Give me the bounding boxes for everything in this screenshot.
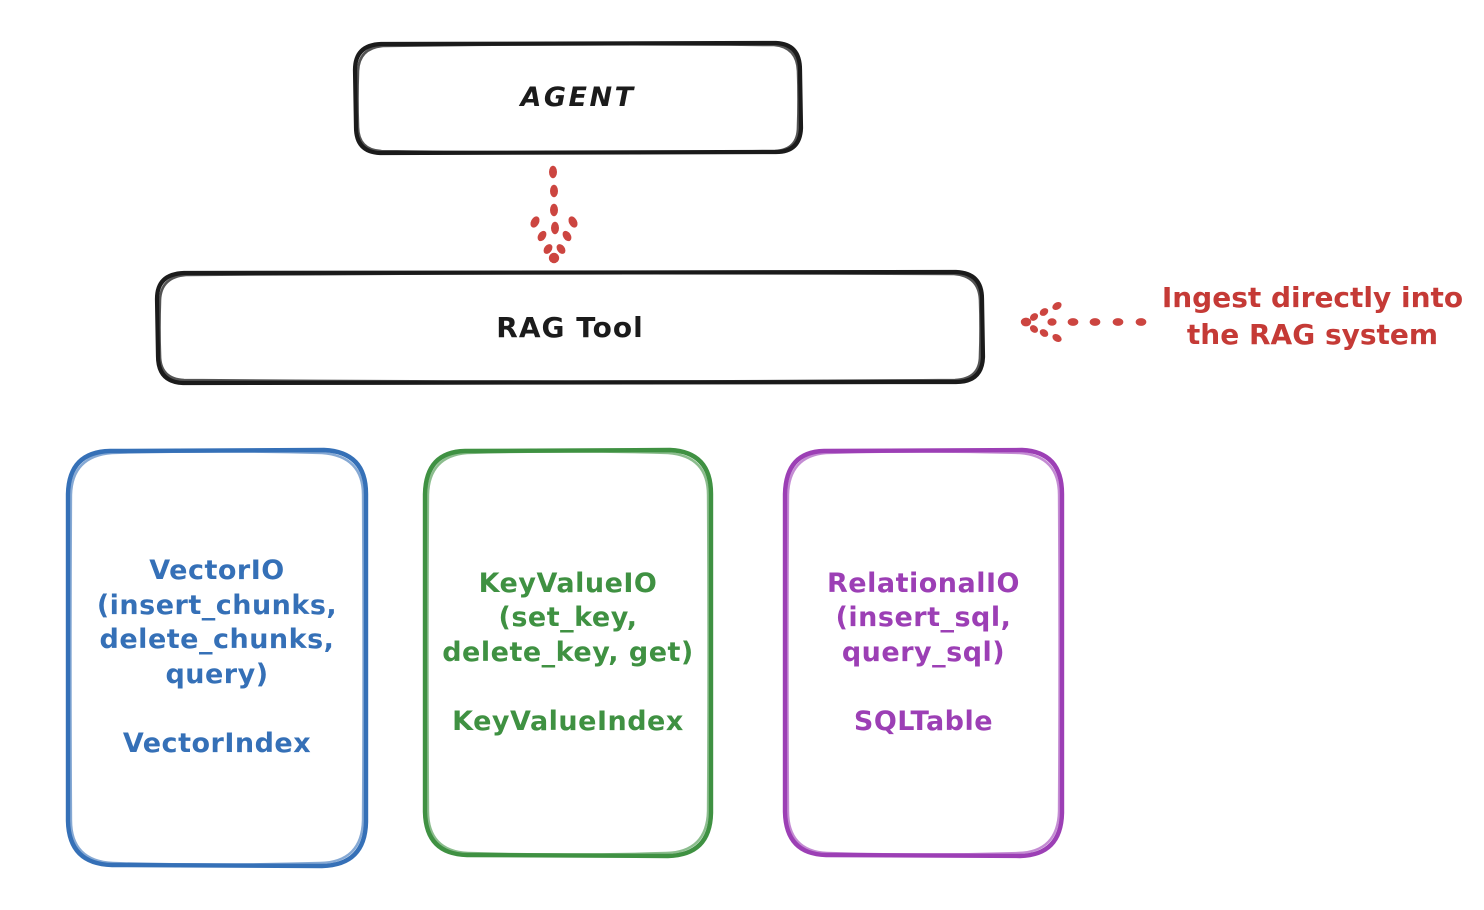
node-rag-tool-label: RAG Tool: [496, 310, 644, 344]
annotation-ingest-note: Ingest directly into the RAG system: [1161, 281, 1464, 352]
vector-io-node-outline[interactable]: [65, 447, 369, 869]
agent-node-outline[interactable]: [352, 40, 804, 156]
node-relational-io[interactable]: RelationalIO (insert_sql, query_sql) SQL…: [785, 450, 1062, 856]
connector-ingest-to-rag-tool: [1020, 301, 1147, 343]
rag-tool-node-outline[interactable]: [154, 269, 986, 386]
arrowhead-left-icon: [1020, 301, 1062, 343]
node-vector-io-label: VectorIO (insert_chunks, delete_chunks, …: [96, 555, 338, 760]
node-relational-io-label: RelationalIO (insert_sql, query_sql) SQL…: [827, 567, 1020, 737]
node-vector-io[interactable]: VectorIO (insert_chunks, delete_chunks, …: [68, 450, 366, 866]
node-agent[interactable]: AGENT: [355, 43, 801, 153]
key-value-io-node-outline[interactable]: [422, 447, 714, 859]
node-key-value-io[interactable]: KeyValueIO (set_key, delete_key, get) Ke…: [425, 450, 711, 856]
node-agent-label: AGENT: [520, 81, 636, 113]
node-rag-tool[interactable]: RAG Tool: [157, 272, 983, 383]
connector-agent-to-rag-tool: [530, 165, 578, 264]
node-key-value-io-label: KeyValueIO (set_key, delete_key, get) Ke…: [442, 567, 694, 737]
arrowhead-down-icon: [530, 216, 578, 264]
relational-io-node-outline[interactable]: [782, 447, 1065, 859]
